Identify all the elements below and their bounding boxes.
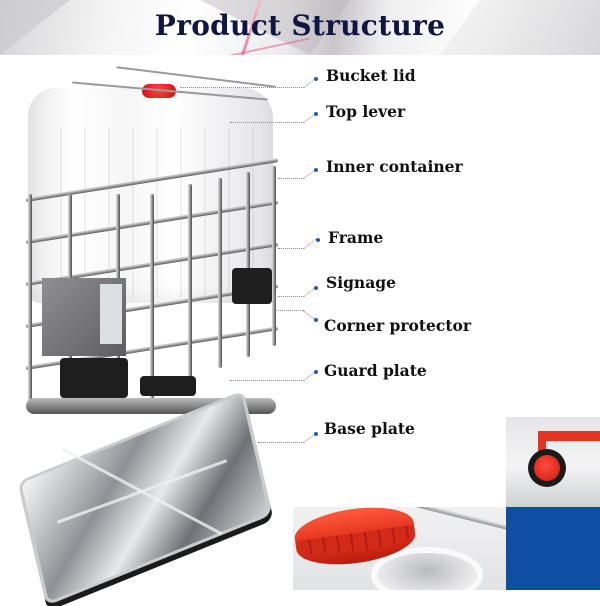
leader-line — [278, 248, 304, 249]
valve-handle — [538, 431, 600, 441]
label-signage: Signage — [326, 273, 396, 292]
base-plate-tray — [17, 390, 273, 606]
page-title: Product Structure — [154, 9, 446, 42]
corner-protector-shape — [232, 268, 272, 304]
label-guard-plate: Guard plate — [324, 361, 427, 380]
bullet-dot — [314, 432, 318, 436]
signage-plate — [42, 278, 126, 356]
bullet-dot — [316, 238, 320, 242]
leader-line — [230, 380, 304, 381]
label-corner-protector: Corner protector — [324, 316, 472, 335]
valve-plug — [534, 455, 560, 481]
top-lever-bar — [116, 66, 276, 88]
header-banner: Product Structure — [0, 0, 600, 55]
leader-line — [303, 434, 315, 443]
frame-pipe — [414, 507, 506, 534]
bullet-dot — [314, 112, 318, 116]
leader-line — [303, 238, 317, 249]
bullet-dot — [314, 168, 318, 172]
leader-line — [275, 296, 304, 297]
banner-decoration — [0, 0, 70, 55]
base-plate-image — [17, 390, 273, 606]
leader-line — [258, 442, 304, 443]
label-bucket-lid: Bucket lid — [326, 66, 416, 85]
red-screw-cap-photo — [293, 507, 506, 590]
label-inner-container: Inner container — [326, 157, 463, 176]
bullet-dot — [314, 77, 318, 81]
label-top-lever: Top lever — [326, 102, 406, 121]
bullet-dot — [314, 370, 318, 374]
bullet-dot — [314, 318, 318, 322]
leader-line — [303, 170, 315, 179]
leader-line — [303, 372, 315, 381]
bullet-dot — [314, 286, 318, 290]
leader-line — [180, 87, 304, 88]
outlet-valve-photo — [506, 417, 600, 507]
valve-handle — [538, 431, 546, 453]
leader-line — [303, 288, 315, 297]
leader-line — [275, 310, 303, 311]
label-base-plate: Base plate — [324, 419, 415, 438]
leader-line — [230, 122, 304, 123]
leader-line — [303, 79, 315, 88]
ibc-tote-image — [20, 66, 290, 420]
corner-protector-shape — [60, 358, 128, 398]
leader-line — [303, 114, 315, 123]
leader-line — [302, 310, 315, 320]
guard-plate-shape — [140, 376, 196, 396]
leader-line — [278, 178, 304, 179]
blue-accent-block — [506, 507, 600, 590]
label-frame: Frame — [328, 228, 384, 247]
